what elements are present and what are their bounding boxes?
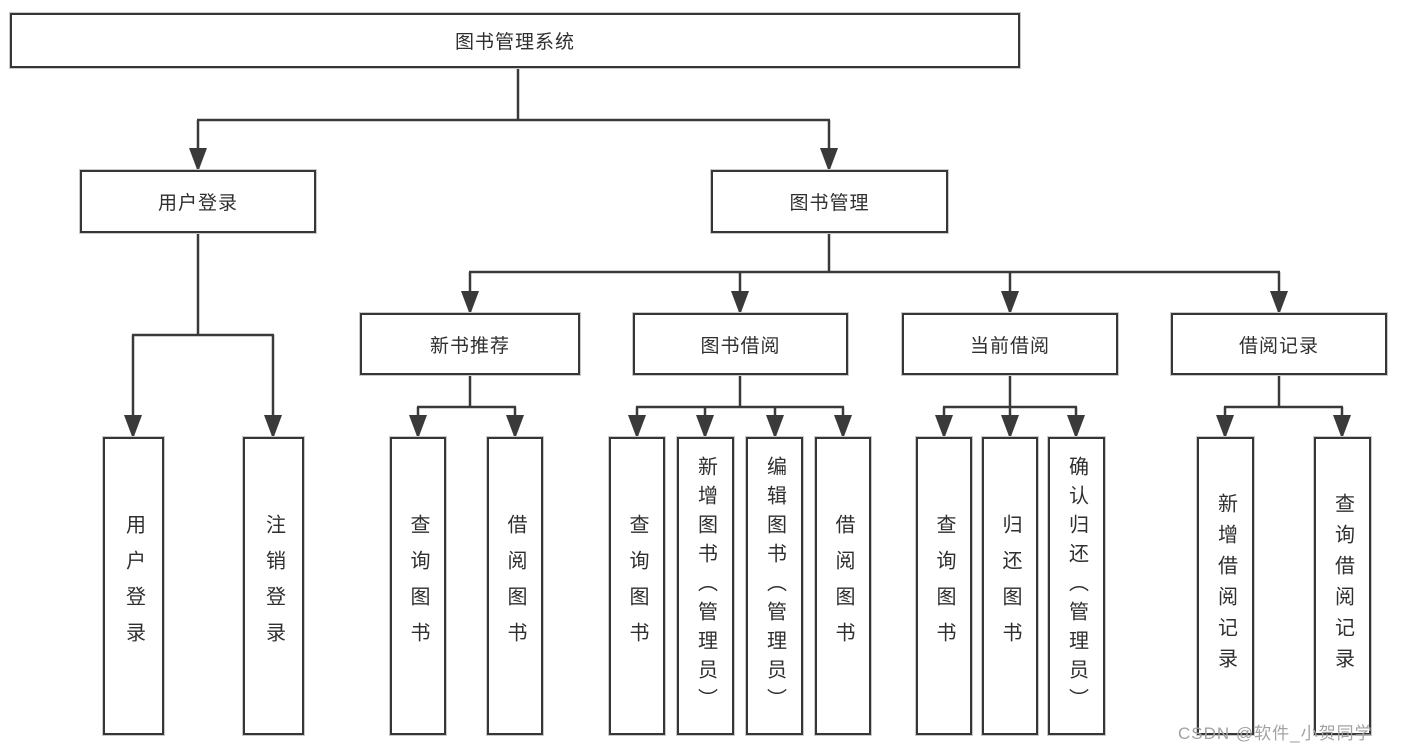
- node-book-borrowing-label: 图书借阅: [700, 335, 781, 357]
- leaf-query-borrow-record: 查询借阅记录: [1314, 437, 1371, 735]
- leaf-query-borrow-record-label: 查询借阅记录: [1331, 493, 1354, 679]
- leaf-borrow-books-recommend-label: 借阅图书: [504, 514, 526, 658]
- leaf-edit-book-admin-label: 编辑图书（管理员）: [763, 455, 786, 717]
- leaf-confirm-return-admin-label: 确认归还（管理员）: [1065, 455, 1088, 717]
- node-new-book-recommend-label: 新书推荐: [429, 335, 510, 357]
- leaf-query-books-recommend-label: 查询图书: [407, 514, 429, 658]
- leaf-query-books-recommend: 查询图书: [390, 437, 446, 735]
- leaf-add-borrow-record: 新增借阅记录: [1197, 437, 1254, 735]
- node-root-system-label: 图书管理系统: [454, 32, 575, 53]
- leaf-logout: 注销登录: [243, 437, 304, 735]
- leaf-user-login-label: 用户登录: [122, 514, 145, 658]
- leaf-confirm-return-admin: 确认归还（管理员）: [1048, 437, 1105, 735]
- leaf-logout-label: 注销登录: [262, 514, 285, 658]
- leaf-query-books-current: 查询图书: [916, 437, 972, 735]
- node-user-login: 用户登录: [80, 170, 316, 233]
- leaf-borrow-books-borrowing-label: 借阅图书: [832, 514, 854, 658]
- node-current-borrowing: 当前借阅: [902, 313, 1118, 375]
- leaf-query-books-borrowing-label: 查询图书: [626, 514, 648, 658]
- leaf-return-book: 归还图书: [982, 437, 1038, 735]
- node-book-management: 图书管理: [711, 170, 948, 233]
- node-borrowing-records: 借阅记录: [1171, 313, 1387, 375]
- leaf-borrow-books-recommend: 借阅图书: [487, 437, 543, 735]
- node-root-system: 图书管理系统: [10, 13, 1020, 68]
- leaf-user-login: 用户登录: [103, 437, 164, 735]
- node-book-management-label: 图书管理: [789, 193, 870, 214]
- leaf-edit-book-admin: 编辑图书（管理员）: [746, 437, 803, 735]
- leaf-borrow-books-borrowing: 借阅图书: [815, 437, 871, 735]
- leaf-query-books-borrowing: 查询图书: [609, 437, 665, 735]
- node-new-book-recommend: 新书推荐: [360, 313, 580, 375]
- csdn-watermark: CSDN @软件_小贺同学: [1178, 724, 1373, 743]
- leaf-query-books-current-label: 查询图书: [933, 514, 955, 658]
- leaf-return-book-label: 归还图书: [999, 514, 1021, 658]
- leaf-add-book-admin-label: 新增图书（管理员）: [694, 455, 717, 717]
- node-borrowing-records-label: 借阅记录: [1238, 335, 1319, 357]
- node-book-borrowing: 图书借阅: [633, 313, 848, 375]
- node-user-login-label: 用户登录: [157, 193, 238, 214]
- leaf-add-borrow-record-label: 新增借阅记录: [1214, 493, 1237, 679]
- leaf-add-book-admin: 新增图书（管理员）: [677, 437, 734, 735]
- node-current-borrowing-label: 当前借阅: [969, 335, 1050, 357]
